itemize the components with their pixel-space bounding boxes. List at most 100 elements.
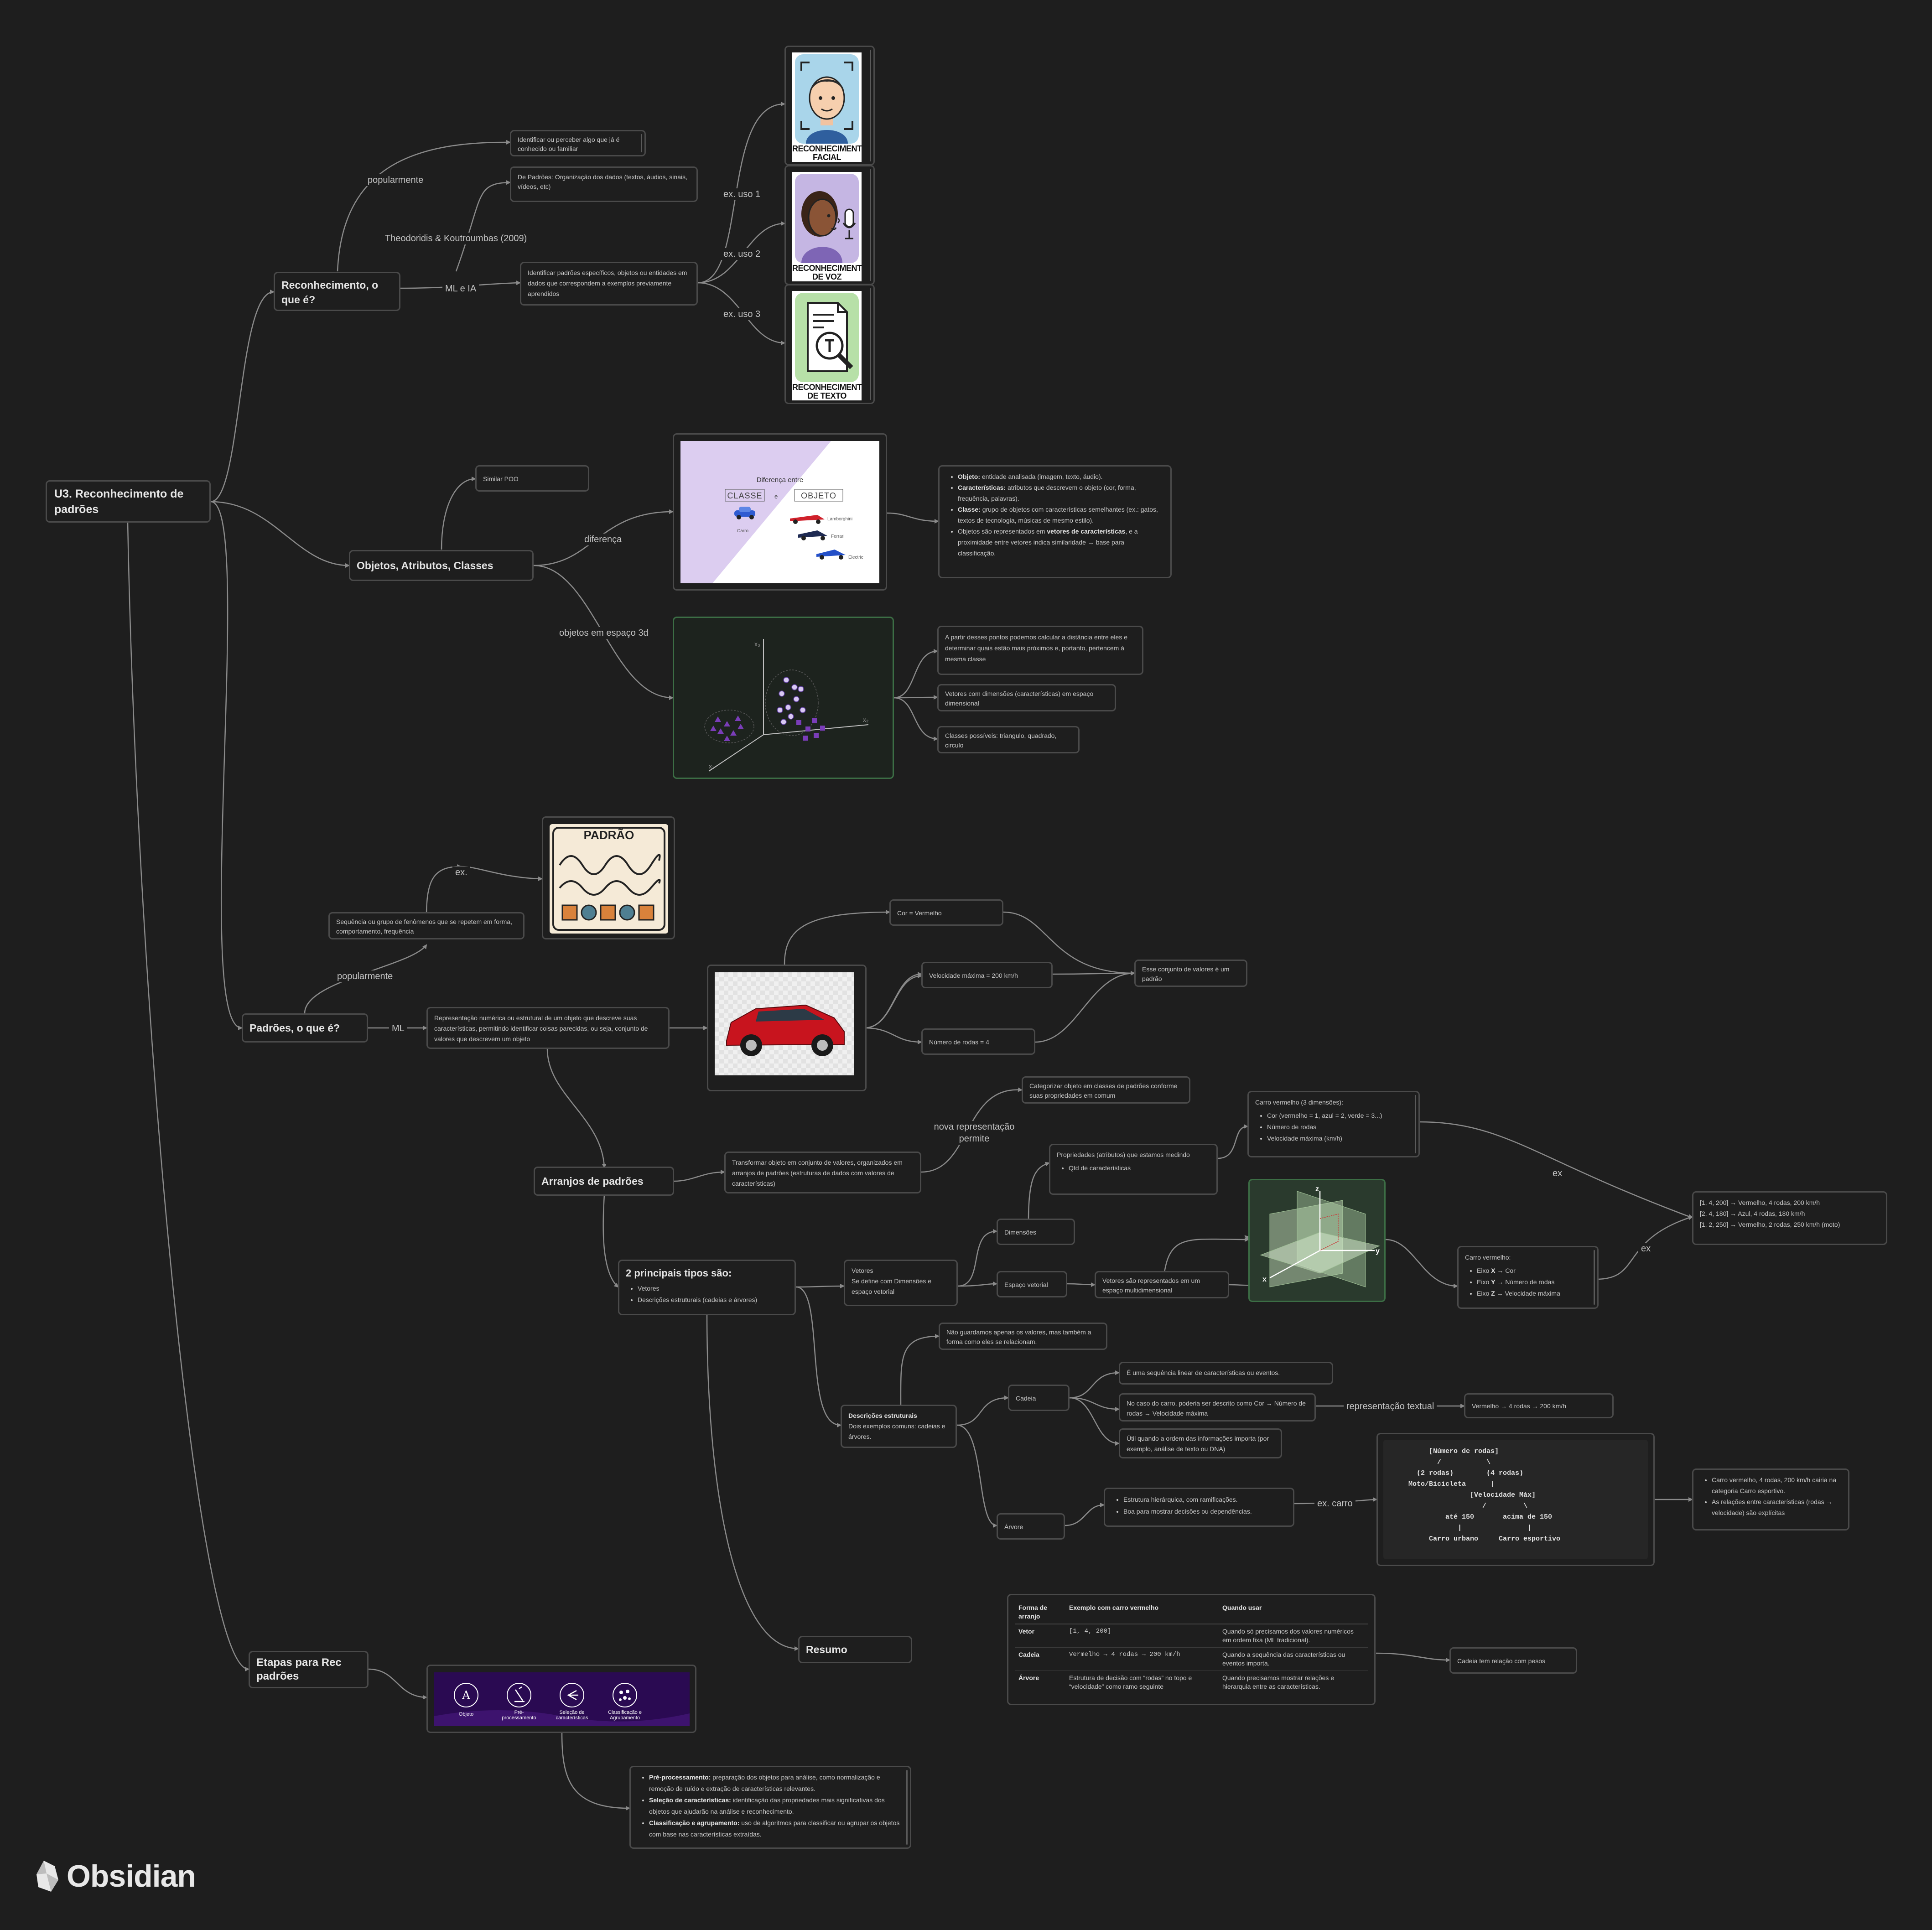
node-cadeia[interactable]: Cadeia (1008, 1385, 1070, 1411)
edge-label-uso1: ex. uso 1 (721, 188, 763, 200)
node-recon-theodoridis[interactable]: De Padrões: Organização dos dados (texto… (510, 166, 698, 202)
node-vetores[interactable]: Vetores Se define com Dimensões e espaço… (844, 1260, 958, 1306)
node-exemplos-vetores[interactable]: [1, 4, 200] → Vermelho, 4 rodas, 200 km/… (1692, 1191, 1887, 1245)
objetos-title: Objetos, Atributos, Classes (357, 560, 493, 571)
arvore-ascii: [Número de rodas] / \ (2 rodas) (4 rodas… (1408, 1448, 1561, 1543)
image-espaco-vetorial-3d[interactable]: z x y (1248, 1179, 1386, 1302)
node-padroes[interactable]: Padrões, o que é? (242, 1013, 368, 1043)
node-categorizar[interactable]: Categorizar objeto em classes de padrões… (1022, 1076, 1190, 1104)
image-diferenca-classe-objeto[interactable]: Diferença entre CLASSE e OBJETO Carro La… (673, 433, 887, 591)
node-arranjos[interactable]: Arranjos de padrões (534, 1167, 674, 1196)
card-reconhecimento-texto[interactable]: RECONHECIMENTO DE TEXTO (784, 284, 875, 404)
node-etapas[interactable]: Etapas para Rec padrões (249, 1651, 369, 1688)
node-recon-ml[interactable]: Identificar padrões específicos, objetos… (520, 262, 698, 306)
eixo-x: Eixo X → Cor (1477, 1265, 1591, 1276)
node-carro-eixos[interactable]: Carro vermelho: Eixo X → Cor Eixo Y → Nú… (1457, 1246, 1599, 1309)
node-arranjos-transformar[interactable]: Transformar objeto em conjunto de valore… (724, 1152, 921, 1193)
node-car-rodas[interactable]: Número de rodas = 4 (921, 1028, 1035, 1055)
diff-objeto: OBJETO (801, 491, 836, 500)
distancia-text: A partir desses pontos podemos calcular … (945, 633, 1128, 663)
node-arvore-desc[interactable]: Estrutura hierárquica, com ramificações.… (1104, 1488, 1294, 1527)
table-row: Árvore Estrutura de decisão com “rodas” … (1015, 1671, 1368, 1694)
node-classes-possiveis[interactable]: Classes possíveis: triangulo, quadrado, … (937, 726, 1080, 753)
reconhecimento-title: Reconhecimento, o que é? (281, 279, 379, 306)
etapa-desc-pre: Pré-processamento: preparação dos objeto… (649, 1772, 904, 1795)
exemplo-vetor-3: [1, 2, 250] → Vermelho, 2 rodas, 250 km/… (1700, 1221, 1840, 1228)
node-car-velocidade[interactable]: Velocidade máxima = 200 km/h (921, 962, 1053, 988)
descricoes-text: Dois exemplos comuns: cadeias e árvores. (848, 1422, 945, 1440)
node-dim-propriedades[interactable]: Propriedades (atributos) que estamos med… (1049, 1144, 1218, 1195)
node-padroes-ml[interactable]: Representação numérica ou estrutural de … (426, 1007, 670, 1049)
node-cadeia-exemplo[interactable]: Vermelho → 4 rodas → 200 km/h (1464, 1393, 1614, 1418)
node-tipos[interactable]: 2 principais tipos são: Vetores Descriçõ… (618, 1260, 796, 1315)
arvore-decisoes: Boa para mostrar decisões ou dependência… (1123, 1505, 1287, 1517)
node-cadeia-carro[interactable]: No caso do carro, poderia ser descrito c… (1119, 1393, 1316, 1422)
node-arvore[interactable]: Árvore (997, 1513, 1065, 1540)
edge-label-ex: ex. (452, 866, 470, 878)
pattern-illustration (552, 827, 665, 931)
node-resumo-tabela[interactable]: Forma de arranjo Exemplo com carro verme… (1007, 1594, 1376, 1705)
class-object-diagram (680, 441, 846, 583)
arranjos-transformar-text: Transformar objeto em conjunto de valore… (732, 1159, 903, 1187)
card-texto-title: RECONHECIMENTO DE TEXTO (792, 383, 862, 400)
table-header: Quando usar (1219, 1601, 1368, 1624)
exemplo-vetor-2: [2, 4, 180] → Azul, 4 rodas, 180 km/h (1700, 1210, 1805, 1217)
node-car-cor[interactable]: Cor = Vermelho (889, 899, 1003, 926)
node-descricoes[interactable]: Descrições estruturais Dois exemplos com… (841, 1405, 957, 1448)
diff-heading: Diferença entre (756, 476, 804, 484)
def-caracteristicas: Características: atributos que descrevem… (958, 482, 1164, 504)
node-dimensoes[interactable]: Dimensões (997, 1219, 1075, 1245)
def-objeto: Objeto: entidade analisada (imagem, text… (958, 471, 1164, 482)
node-vetores-dimensoes[interactable]: Vetores com dimensões (características) … (937, 684, 1116, 711)
image-padrao[interactable]: PADRÃO (542, 816, 675, 939)
table-header: Exemplo com carro vermelho (1065, 1601, 1219, 1624)
card-reconhecimento-voz[interactable]: RECONHECIMENTO DE VOZ (784, 165, 875, 285)
node-recon-popularmente[interactable]: Identificar ou perceber algo que já é co… (510, 130, 646, 156)
etapas-flow: A (434, 1672, 690, 1726)
node-arvore-resultado[interactable]: Carro vermelho, 4 rodas, 200 km/h cairia… (1692, 1468, 1849, 1531)
card-reconhecimento-facial[interactable]: RECONHECIMENTO FACIAL (784, 46, 875, 166)
vetores-desc: Se define com Dimensões e espaço vetoria… (852, 1277, 932, 1295)
image-espaco-3d[interactable]: x₃ x₂ x₁ (673, 617, 894, 779)
node-cadeia-sequencia[interactable]: É uma sequência linear de característica… (1119, 1362, 1333, 1385)
image-carro-vermelho[interactable] (707, 965, 867, 1091)
node-reconhecimento[interactable]: Reconhecimento, o que é? (274, 272, 400, 311)
car-velocidade-text: Velocidade máxima = 200 km/h (929, 972, 1018, 979)
node-arvore-exemplo[interactable]: [Número de rodas] / \ (2 rodas) (4 rodas… (1376, 1433, 1655, 1566)
diff-lamborghini: Lamborghini (827, 517, 853, 522)
espaco-desc-text: Vetores são representados em um espaço m… (1102, 1277, 1200, 1294)
node-distancia[interactable]: A partir desses pontos podemos calcular … (937, 626, 1143, 675)
node-definicoes[interactable]: Objeto: entidade analisada (imagem, text… (938, 465, 1172, 578)
edge-label-uso2: ex. uso 2 (721, 248, 763, 260)
node-resumo[interactable]: Resumo (798, 1636, 912, 1663)
diff-classe: CLASSE (727, 491, 763, 500)
node-carro-3d[interactable]: Carro vermelho (3 dimensões): Cor (verme… (1247, 1091, 1420, 1157)
cadeia-carro-text: No caso do carro, poderia ser descrito c… (1127, 1400, 1306, 1417)
node-cadeia-util[interactable]: Útil quando a ordem das informações impo… (1119, 1428, 1282, 1458)
image-etapas[interactable]: A Objeto Pré-processamento Seleção de ca… (426, 1665, 696, 1733)
diff-e: e (774, 493, 778, 500)
carro-3d-cor: Cor (vermelho = 1, azul = 2, verde = 3..… (1267, 1110, 1412, 1121)
node-espaco-vetorial[interactable]: Espaço vetorial (997, 1271, 1067, 1297)
svg-text:y: y (1376, 1247, 1380, 1255)
padroes-popularmente-text: Sequência ou grupo de fenômenos que se r… (336, 918, 513, 935)
node-espaco-desc[interactable]: Vetores são representados em um espaço m… (1095, 1271, 1229, 1298)
padrao-image-title: PADRÃO (583, 828, 634, 842)
exemplo-vetor-1: [1, 4, 200] → Vermelho, 4 rodas, 200 km/… (1700, 1199, 1820, 1206)
node-padroes-popularmente[interactable]: Sequência ou grupo de fenômenos que se r… (328, 912, 525, 939)
node-resumo-relacao[interactable]: Cadeia tem relação com pesos (1449, 1647, 1577, 1674)
node-objetos[interactable]: Objetos, Atributos, Classes (349, 550, 534, 581)
obsidian-gem-icon (36, 1861, 58, 1892)
root-node[interactable]: U3. Reconhecimento de padrões (46, 480, 211, 523)
node-nao-guardamos[interactable]: Não guardamos apenas os valores, mas tam… (939, 1323, 1107, 1350)
categorizar-text: Categorizar objeto em classes de padrões… (1029, 1082, 1178, 1099)
svg-text:x₂: x₂ (863, 716, 868, 723)
etapas-title: Etapas para Rec padrões (256, 1656, 342, 1682)
diff-carro: Carro (737, 529, 749, 534)
svg-text:x₃: x₃ (754, 640, 760, 648)
node-car-padrao[interactable]: Esse conjunto de valores é um padrão (1134, 960, 1247, 987)
table-header: Forma de arranjo (1015, 1601, 1065, 1624)
dim-qtd: Qtd de características (1069, 1163, 1210, 1173)
node-similar-poo[interactable]: Similar POO (475, 465, 589, 492)
node-etapas-desc[interactable]: Pré-processamento: preparação dos objeto… (629, 1766, 911, 1849)
